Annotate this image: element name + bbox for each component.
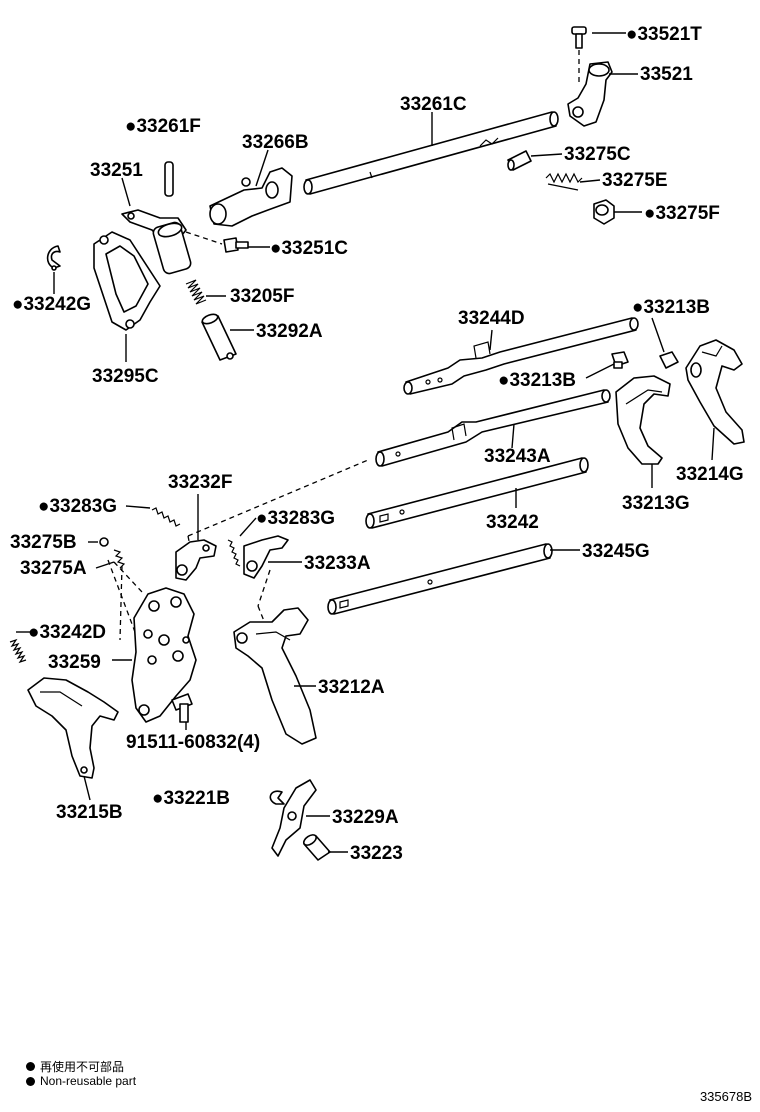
label-33243A: 33243A: [484, 446, 551, 467]
label-33233A: 33233A: [304, 553, 371, 574]
legend-row-japanese: 再使用不可部品: [26, 1058, 124, 1075]
housing-33259: [131, 587, 197, 723]
label-33275E: 33275E: [602, 170, 668, 191]
legend-row-english: Non-reusable part: [26, 1074, 136, 1088]
label-33521T: ●33521T: [626, 24, 702, 45]
lever-33266B: [209, 167, 293, 227]
ball-33275B: [99, 537, 109, 547]
label-33213G: 33213G: [622, 493, 690, 514]
fork-33215B: [27, 677, 119, 779]
label-33275A: 33275A: [20, 558, 87, 579]
label-33283G-right: ●33283G: [256, 508, 335, 529]
label-91511-60832: 91511-60832(4): [126, 732, 260, 753]
shaft-33245G: [327, 543, 553, 615]
label-33266B: 33266B: [242, 132, 309, 153]
label-33221B: ●33221B: [152, 788, 230, 809]
label-33283G-left: ●33283G: [38, 496, 117, 517]
label-33275C: 33275C: [564, 144, 631, 165]
label-33212A: 33212A: [318, 677, 385, 698]
label-33295C: 33295C: [92, 366, 159, 387]
filled-dot-icon: [26, 1076, 35, 1086]
label-33242: 33242: [486, 512, 539, 533]
shaft-33244D: [403, 317, 639, 395]
clip-33221B: [269, 790, 285, 805]
lever-33233A: [243, 535, 289, 579]
pin-33261F: [164, 161, 174, 197]
filled-dot-icon: [26, 1062, 35, 1071]
label-33205F: 33205F: [230, 286, 294, 307]
spring-33283G-left: [151, 507, 181, 527]
lever-33251: [121, 209, 192, 275]
plug-33275F: [593, 199, 615, 225]
label-33261F: ●33261F: [125, 116, 201, 137]
fork-33214G: [685, 339, 745, 445]
label-33229A: 33229A: [332, 807, 399, 828]
label-33245G: 33245G: [582, 541, 650, 562]
label-33213B-mid: ●33213B: [498, 370, 576, 391]
bolt-33213B-mid: [611, 351, 629, 369]
label-33292A: 33292A: [256, 321, 323, 342]
shaft-33243A: [375, 389, 611, 467]
label-33214G: 33214G: [676, 464, 744, 485]
legend-japanese-text: 再使用不可部品: [40, 1060, 125, 1074]
fork-33213G: [615, 375, 671, 465]
label-33261C: 33261C: [400, 94, 467, 115]
label-33242G: ●33242G: [12, 294, 91, 315]
spring-33275A: [113, 549, 126, 569]
spring-33283G-right: [227, 539, 241, 567]
fork-33212A: [233, 607, 317, 745]
plate-33295C: [93, 231, 161, 331]
bolt-33251C: [223, 237, 249, 253]
lever-33229A: [271, 779, 317, 857]
label-33242D: ●33242D: [28, 622, 106, 643]
cap-33223: [302, 834, 331, 861]
label-33275B: 33275B: [10, 532, 77, 553]
spring-33205F: [185, 279, 207, 305]
label-33215B: 33215B: [56, 802, 123, 823]
pin-33292A: [201, 313, 237, 361]
spring-33275E: [545, 172, 583, 191]
label-33251C: ●33251C: [270, 238, 348, 259]
legend-english-text: Non-reusable part: [40, 1074, 137, 1088]
lever-33232F: [175, 539, 217, 581]
lever-33521: [567, 61, 613, 127]
bolt-33521T: [571, 26, 587, 49]
label-33521: 33521: [640, 64, 693, 85]
label-33259: 33259: [48, 652, 101, 673]
clip-33242G: [46, 245, 61, 271]
nut-33213B-right: [659, 351, 679, 369]
spring-33242D: [9, 638, 27, 664]
pin-33275C: [507, 150, 532, 171]
label-33213B-top: ●33213B: [632, 297, 710, 318]
diagram-code: 335678B: [699, 1089, 752, 1104]
shaft-33242: [365, 457, 589, 529]
shaft-33261C: [303, 111, 559, 195]
label-33275F: ●33275F: [644, 203, 720, 224]
bolt-91511: [171, 693, 193, 723]
label-33232F: 33232F: [168, 472, 232, 493]
label-33244D: 33244D: [458, 308, 525, 329]
label-33223: 33223: [350, 843, 403, 864]
label-33251: 33251: [90, 160, 143, 181]
